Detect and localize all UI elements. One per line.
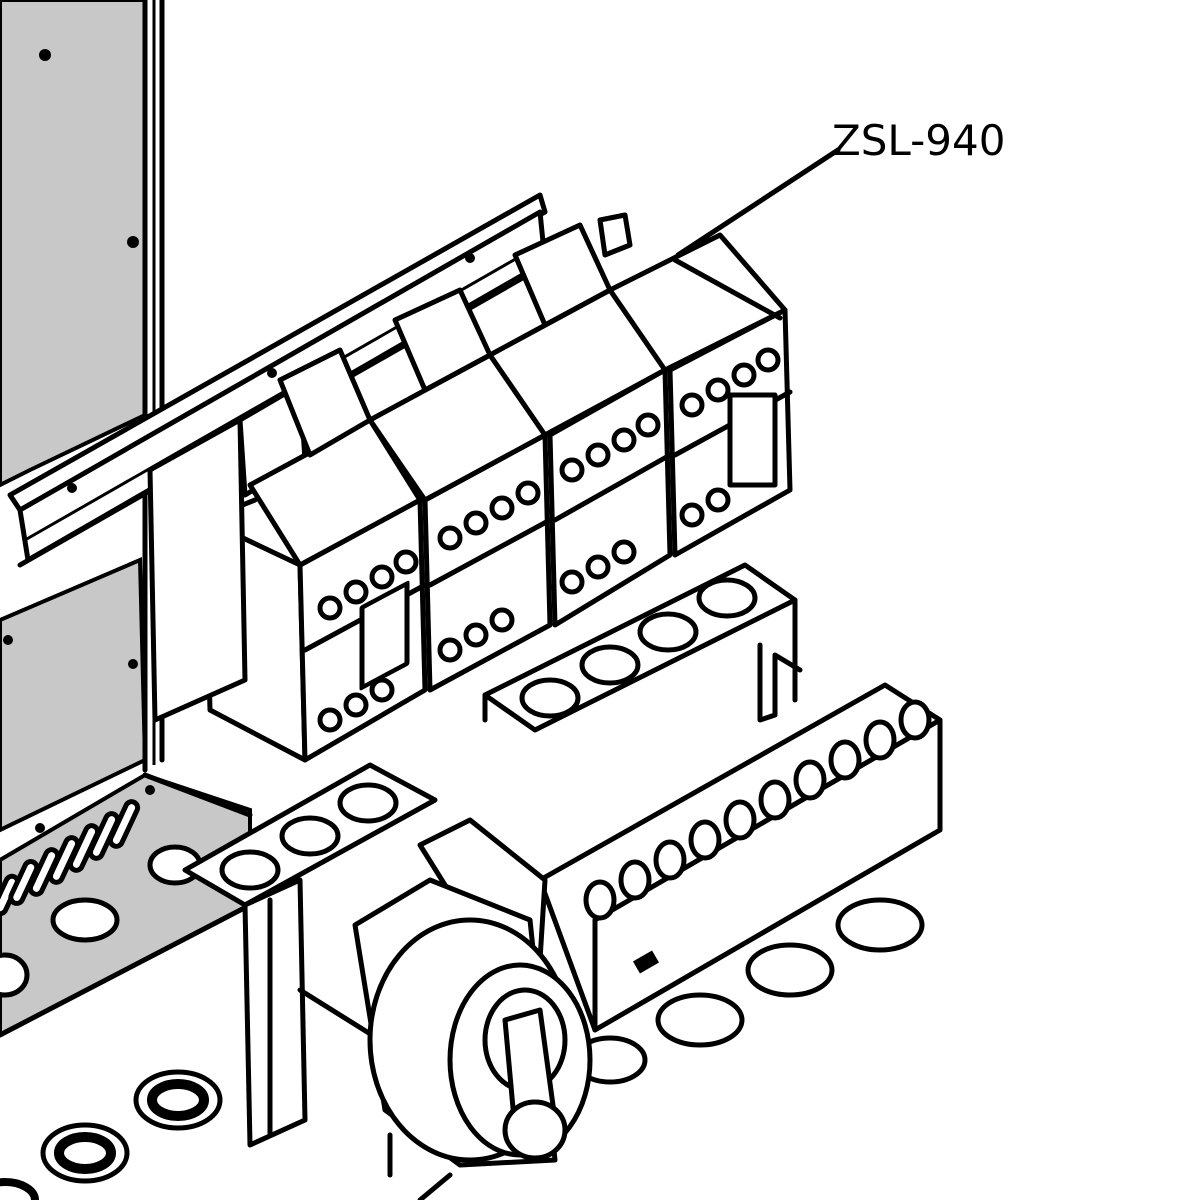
terminal-cover-upper xyxy=(482,562,803,733)
callout-label: ZSL-940 xyxy=(832,116,1005,165)
contactor-3 xyxy=(487,222,673,628)
back-panel xyxy=(0,0,165,833)
screw-terminals xyxy=(583,699,932,921)
contactor-4 xyxy=(597,212,793,558)
mounting-bracket xyxy=(242,877,383,1148)
main-switch xyxy=(352,817,593,1200)
terminal-cover-lower xyxy=(182,762,438,908)
terminal-block xyxy=(537,682,943,1085)
rotary-handle xyxy=(482,987,568,1161)
callout-leader-line xyxy=(675,147,841,258)
contactor-1 xyxy=(247,347,428,763)
vent-slots xyxy=(0,799,141,917)
cable-grommets xyxy=(0,1069,223,1200)
contactor-assembly xyxy=(147,212,793,763)
contactor-2 xyxy=(367,287,553,693)
cable-glands xyxy=(572,897,925,1085)
callout-zsl-940: ZSL-940 xyxy=(675,116,1005,258)
gland-plate xyxy=(0,772,253,1038)
